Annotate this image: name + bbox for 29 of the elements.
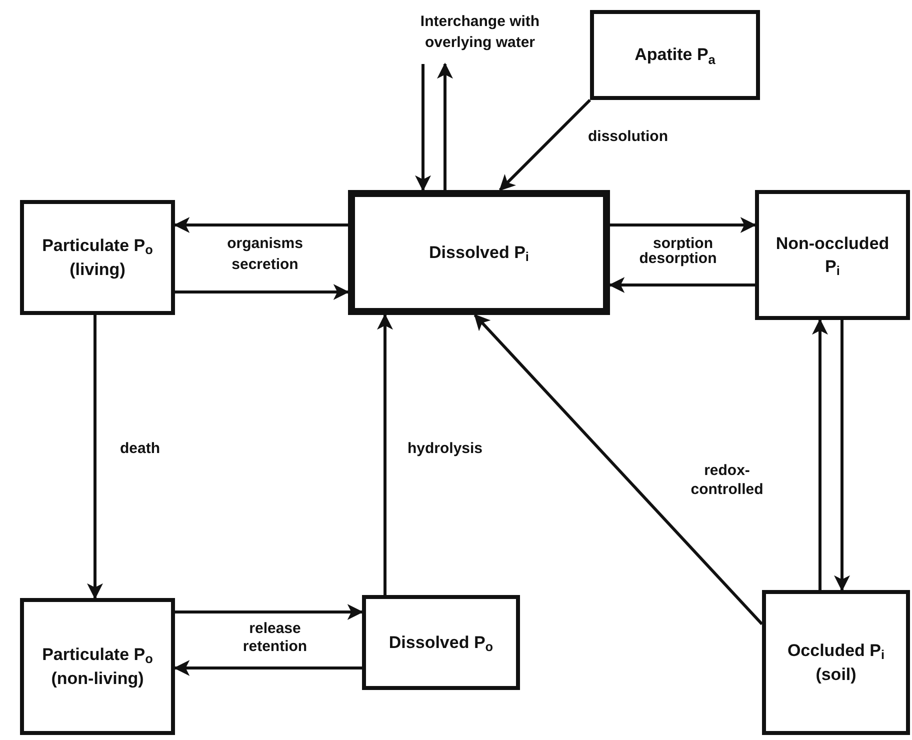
arrow (174, 217, 348, 233)
box-text: Dissolved P$_{i}$ (429, 242, 529, 264)
arrow (498, 98, 592, 192)
box-text: Interchange with overlying water (419, 12, 541, 53)
arrow (87, 315, 103, 600)
box-text: Apatite P$_{a}$ (634, 44, 716, 67)
arrow (175, 284, 350, 300)
box-text: Particulate P$_{o}$ (living) (41, 235, 154, 281)
box-text: Non-occluded P$_{i}$ (774, 232, 890, 278)
process-box (20, 200, 175, 315)
process-box (362, 595, 520, 690)
arrow (834, 320, 850, 592)
arrow (474, 314, 764, 626)
arrow (812, 318, 828, 590)
box-text: Particulate P$_{o}$ (non-living) (41, 644, 154, 690)
arrow (608, 277, 755, 293)
process-box (20, 598, 175, 735)
arrow (175, 604, 364, 620)
process-box (348, 190, 610, 315)
arrow (174, 660, 362, 676)
box-text: Occluded P$_{i}$ (soil) (786, 640, 886, 686)
process-box (762, 590, 910, 735)
process-box (755, 190, 910, 320)
arrow (610, 217, 756, 233)
arrow (377, 314, 393, 595)
arrow (437, 62, 453, 190)
process-box (590, 10, 760, 100)
box-text: Dissolved P$_{o}$ (388, 632, 494, 654)
arrow (415, 64, 431, 192)
